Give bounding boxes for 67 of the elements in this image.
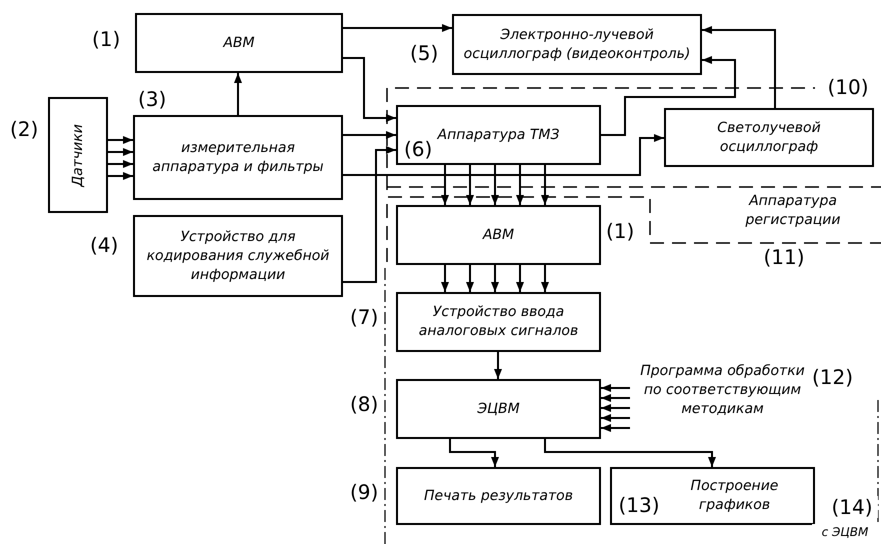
callout-number: (12) bbox=[812, 366, 854, 388]
arrow bbox=[108, 148, 133, 156]
callout-number: (1) bbox=[606, 220, 634, 242]
callout-number: (7) bbox=[350, 306, 378, 328]
arrow bbox=[541, 165, 549, 205]
box-label: Датчики bbox=[68, 124, 86, 186]
process-box bbox=[135, 13, 343, 73]
process-box bbox=[452, 14, 702, 75]
arrow bbox=[343, 57, 396, 122]
callout-number: (2) bbox=[10, 118, 38, 140]
arrow bbox=[541, 265, 549, 292]
arrow bbox=[601, 414, 630, 422]
arrow bbox=[108, 172, 133, 180]
process-box bbox=[396, 292, 601, 352]
arrow bbox=[544, 439, 716, 467]
process-box bbox=[664, 108, 874, 167]
box-label: ЭЦВМ bbox=[476, 400, 521, 418]
arrow bbox=[601, 384, 630, 392]
arrow bbox=[343, 24, 452, 32]
arrow bbox=[494, 352, 502, 379]
process-box bbox=[610, 467, 815, 525]
arrow bbox=[466, 265, 474, 292]
callout-number: (4) bbox=[90, 234, 118, 256]
arrow bbox=[702, 26, 776, 108]
arrow bbox=[466, 165, 474, 205]
arrow bbox=[343, 146, 396, 283]
box-label: Печать результатов bbox=[423, 486, 574, 506]
arrow bbox=[234, 73, 242, 115]
arrow bbox=[108, 136, 133, 144]
callout-number: (8) bbox=[350, 393, 378, 415]
arrow bbox=[601, 404, 630, 412]
arrow bbox=[441, 165, 449, 205]
arrow bbox=[343, 131, 396, 139]
box-label: Устройство для кодирования служебной информации bbox=[146, 228, 330, 284]
arrow bbox=[601, 394, 630, 402]
process-box bbox=[396, 379, 601, 439]
process-box bbox=[48, 97, 108, 213]
arrow bbox=[601, 56, 736, 136]
arrow bbox=[343, 134, 664, 176]
callout-number: (6) bbox=[404, 138, 432, 160]
process-box bbox=[133, 215, 343, 297]
box-label: Программа обработки по соответствующим методикам bbox=[639, 362, 806, 418]
arrow bbox=[108, 160, 133, 168]
region-label: Аппаратура регистрации bbox=[744, 192, 842, 230]
box-label: АВМ bbox=[222, 34, 256, 52]
process-box bbox=[396, 467, 601, 525]
box-label: Светолучевой осциллограф bbox=[716, 118, 822, 156]
arrow bbox=[516, 265, 524, 292]
box-label: Устройство ввода аналоговых сигналов bbox=[418, 303, 580, 341]
box-label: Электронно-лучевой осциллограф (видеоконтроль) bbox=[462, 26, 692, 64]
arrow bbox=[449, 439, 499, 467]
arrow bbox=[601, 424, 630, 432]
box-label: измерительная аппаратура и фильтры bbox=[151, 138, 325, 176]
callout-number: (1) bbox=[92, 28, 120, 50]
callout-number: (9) bbox=[350, 481, 378, 503]
arrow bbox=[491, 165, 499, 205]
arrow bbox=[441, 265, 449, 292]
arrow bbox=[491, 265, 499, 292]
callout-number: (3) bbox=[138, 88, 166, 110]
box-label: Построение графиков bbox=[690, 477, 780, 515]
process-box bbox=[396, 105, 601, 165]
process-box bbox=[133, 115, 343, 200]
process-box bbox=[396, 205, 601, 265]
box-label: АВМ bbox=[481, 226, 516, 244]
callout-number: (5) bbox=[410, 42, 438, 64]
arrow bbox=[516, 165, 524, 205]
box-label: Аппаратура ТМЗ bbox=[436, 126, 560, 144]
